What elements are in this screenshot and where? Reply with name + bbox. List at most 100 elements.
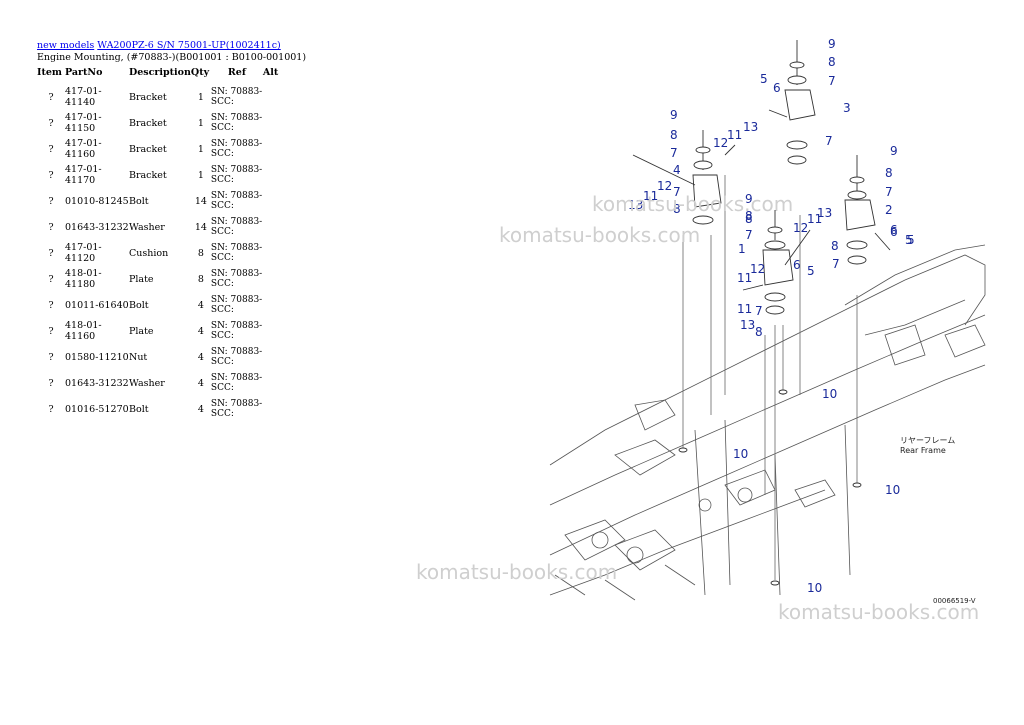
cell-qty: 4 bbox=[197, 403, 204, 415]
callout-number: 8 bbox=[670, 128, 678, 142]
cell-item: ? bbox=[48, 403, 54, 415]
cell-qty: 1 bbox=[197, 91, 204, 103]
callout-number: 11 bbox=[643, 189, 658, 203]
callout-number: 10 bbox=[885, 483, 900, 497]
cell-alt bbox=[263, 214, 283, 240]
cell-alt bbox=[263, 344, 283, 370]
col-description: Description bbox=[129, 66, 191, 78]
cell-item: ? bbox=[48, 247, 54, 259]
callout-number: 7 bbox=[885, 185, 893, 199]
cell-part-number: 01580-11210 bbox=[65, 351, 129, 363]
callout-number: 5 bbox=[760, 72, 768, 86]
rear-frame-label-en: Rear Frame bbox=[900, 446, 946, 455]
watermark: komatsu-books.com bbox=[499, 223, 701, 247]
callout-number: 2 bbox=[885, 203, 893, 217]
col-qty: Qty bbox=[190, 66, 210, 78]
cell-item: ? bbox=[48, 117, 54, 129]
cell-description: Nut bbox=[129, 351, 148, 363]
callout-number: 13 bbox=[740, 318, 755, 332]
cell-ref: SN: 70883-SCC: bbox=[210, 373, 263, 393]
cell-qty: 1 bbox=[197, 169, 204, 181]
cell-alt bbox=[263, 240, 283, 266]
callout-number: 5 bbox=[807, 264, 815, 278]
col-partno: PartNo bbox=[65, 66, 103, 78]
callout-number: 11 bbox=[737, 302, 752, 316]
cell-item: ? bbox=[48, 325, 54, 337]
cell-qty: 4 bbox=[197, 351, 204, 363]
cell-qty: 14 bbox=[194, 195, 207, 207]
callout-number: 9 bbox=[745, 192, 753, 206]
callout-number: 11 bbox=[737, 271, 752, 285]
callout-number: 6 bbox=[890, 223, 898, 237]
callout-number: 11 bbox=[727, 128, 742, 142]
cell-part-number: 417-01-41140 bbox=[65, 86, 102, 108]
cell-description: Plate bbox=[129, 325, 154, 337]
cell-part-number: 01643-31232 bbox=[65, 377, 129, 389]
callout-number: 7 bbox=[825, 134, 833, 148]
callout-number: 5 bbox=[907, 233, 915, 247]
cell-qty: 4 bbox=[197, 377, 204, 389]
watermark: komatsu-books.com bbox=[416, 560, 618, 584]
parts-table-header: Item PartNo Description Qty Ref Alt bbox=[37, 66, 283, 84]
cell-item: ? bbox=[48, 169, 54, 181]
cell-ref: SN: 70883-SCC: bbox=[210, 321, 263, 341]
callout-number: 12 bbox=[713, 136, 728, 150]
cell-part-number: 01010-81245 bbox=[65, 195, 129, 207]
cell-alt bbox=[263, 162, 283, 188]
cell-part-number: 417-01-41150 bbox=[65, 112, 102, 134]
diagram-code: 00066519-V bbox=[933, 597, 976, 605]
breadcrumb-link-new-models[interactable]: new models bbox=[37, 40, 95, 51]
cell-alt bbox=[263, 370, 283, 396]
cell-description: Bracket bbox=[129, 143, 167, 155]
cell-part-number: 01643-31232 bbox=[65, 221, 129, 233]
callout-number: 8 bbox=[673, 202, 681, 216]
table-row: ? 418-01-41160 Plate 4 SN: 70883-SCC: bbox=[37, 318, 283, 344]
cell-description: Cushion bbox=[129, 247, 169, 259]
col-item: Item bbox=[37, 66, 62, 78]
cell-description: Bolt bbox=[129, 299, 149, 311]
cell-description: Washer bbox=[129, 221, 165, 233]
callout-number: 10 bbox=[807, 581, 822, 595]
callout-number: 4 bbox=[673, 163, 681, 177]
cell-description: Bolt bbox=[129, 195, 149, 207]
callout-number: 12 bbox=[793, 221, 808, 235]
callout-number: 9 bbox=[670, 108, 678, 122]
cell-alt bbox=[263, 84, 283, 110]
cell-ref: SN: 70883-SCC: bbox=[210, 191, 263, 211]
breadcrumb: new models WA200PZ-6 S/N 75001-UP(100241… bbox=[37, 40, 306, 52]
callout-number: 8 bbox=[745, 212, 753, 226]
watermark: komatsu-books.com bbox=[778, 600, 980, 624]
cell-alt bbox=[263, 188, 283, 214]
cell-item: ? bbox=[48, 377, 54, 389]
breadcrumb-link-model[interactable]: WA200PZ-6 S/N 75001-UP(1002411c) bbox=[97, 40, 281, 51]
callout-number: 8 bbox=[885, 166, 893, 180]
col-alt: Alt bbox=[262, 66, 279, 78]
watermark: komatsu-books.com bbox=[592, 192, 794, 216]
callout-number: 7 bbox=[745, 228, 753, 242]
callout-number: 7 bbox=[832, 257, 840, 271]
callout-number: 9 bbox=[828, 37, 836, 51]
cell-qty: 14 bbox=[194, 221, 207, 233]
cell-alt bbox=[263, 266, 283, 292]
cell-qty: 8 bbox=[197, 273, 204, 285]
cell-qty: 4 bbox=[197, 325, 204, 337]
cell-item: ? bbox=[48, 143, 54, 155]
cell-ref: SN: 70883-SCC: bbox=[210, 399, 263, 419]
cell-alt bbox=[263, 318, 283, 344]
cell-part-number: 418-01-41160 bbox=[65, 320, 102, 342]
callout-number: 6 bbox=[793, 258, 801, 272]
callout-number: 7 bbox=[673, 185, 681, 199]
cell-part-number: 01016-51270 bbox=[65, 403, 129, 415]
callout-number: 6 bbox=[773, 81, 781, 95]
cell-ref: SN: 70883-SCC: bbox=[210, 295, 263, 315]
callout-number: 11 bbox=[807, 212, 822, 226]
callout-number: 8 bbox=[755, 325, 763, 339]
callout-number: 12 bbox=[657, 179, 672, 193]
